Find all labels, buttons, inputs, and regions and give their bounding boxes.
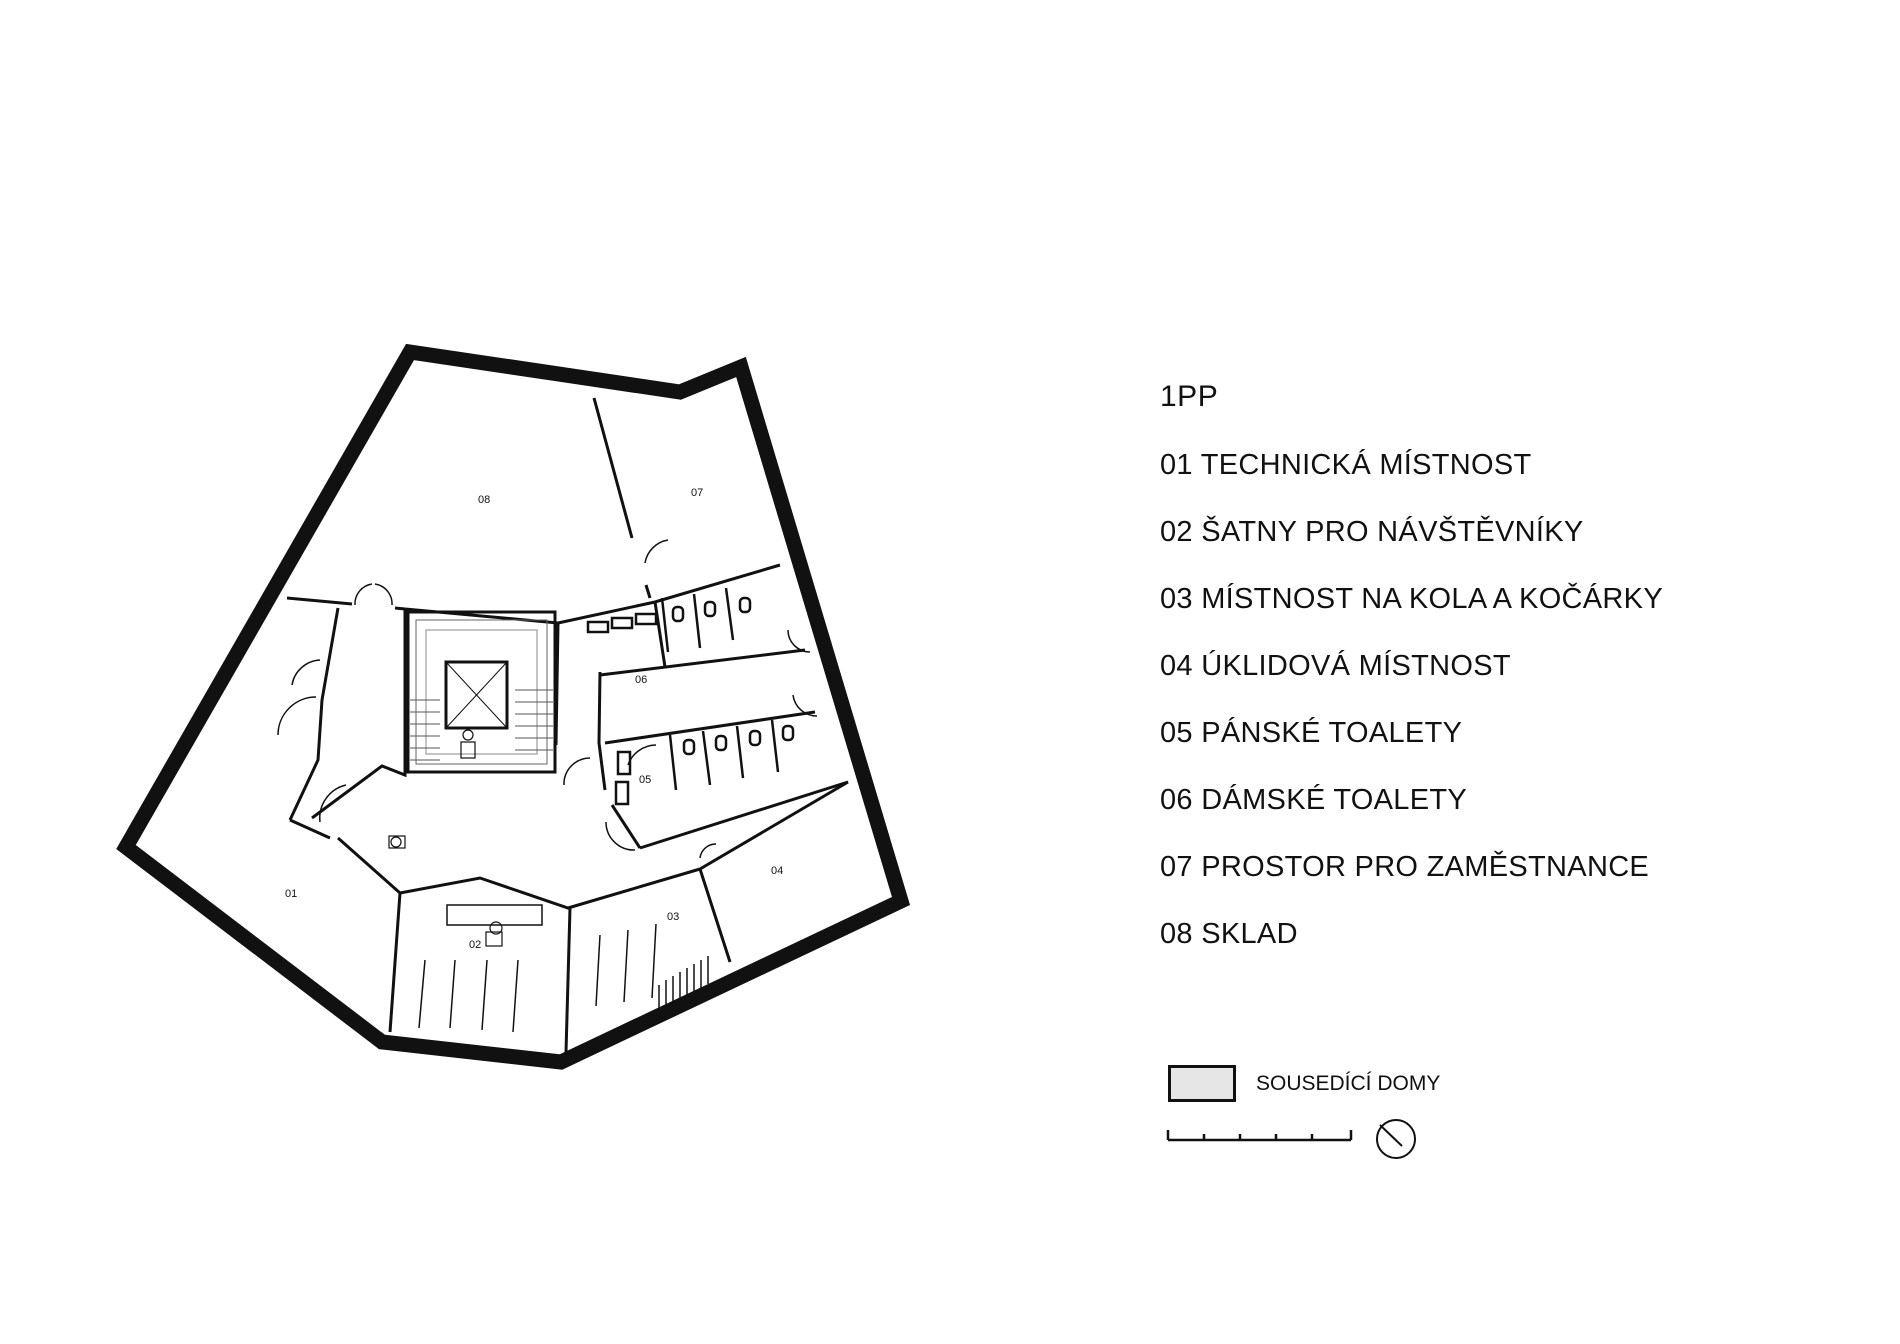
room-label-01: 01 <box>285 888 297 900</box>
legend-item: 06 DÁMSKÉ TOALETY <box>1160 784 1468 816</box>
north-arrow-icon <box>1376 1119 1416 1159</box>
room-label-08: 08 <box>478 494 490 506</box>
neighbors-label: SOUSEDÍCÍ DOMY <box>1256 1071 1441 1095</box>
neighbors-swatch <box>1168 1065 1236 1102</box>
legend-item: 08 SKLAD <box>1160 918 1298 950</box>
room-label-07: 07 <box>691 487 703 499</box>
legend-item: 07 PROSTOR PRO ZAMĚSTNANCE <box>1160 851 1650 883</box>
legend-item: 05 PÁNSKÉ TOALETY <box>1160 717 1463 749</box>
legend-item: 03 MÍSTNOST NA KOLA A KOČÁRKY <box>1160 583 1663 615</box>
legend-item: 02 ŠATNY PRO NÁVŠTĚVNÍKY <box>1160 516 1584 548</box>
room-label-03: 03 <box>667 911 679 923</box>
legend-item: 01 TECHNICKÁ MÍSTNOST <box>1160 449 1532 481</box>
room-label-02: 02 <box>469 939 481 951</box>
stair-icon <box>406 610 557 774</box>
bench <box>446 904 543 926</box>
person-icon <box>388 729 503 947</box>
wc-stalls <box>586 587 795 806</box>
room-label-06: 06 <box>635 674 647 686</box>
interior-walls <box>286 397 849 1053</box>
legend: 1PP 01 TECHNICKÁ MÍSTNOST 02 ŠATNY PRO N… <box>1160 380 1663 984</box>
bike-rack <box>418 923 709 1033</box>
legend-item: 04 ÚKLIDOVÁ MÍSTNOST <box>1160 650 1511 682</box>
scale-bar-icon <box>1166 1119 1416 1159</box>
room-label-05: 05 <box>639 774 651 786</box>
map-key: SOUSEDÍCÍ DOMY <box>1168 1065 1440 1102</box>
outer-wall <box>116 343 911 1070</box>
room-label-04: 04 <box>771 865 783 877</box>
door-swing-icon <box>277 539 818 859</box>
legend-title: 1PP <box>1160 380 1219 413</box>
